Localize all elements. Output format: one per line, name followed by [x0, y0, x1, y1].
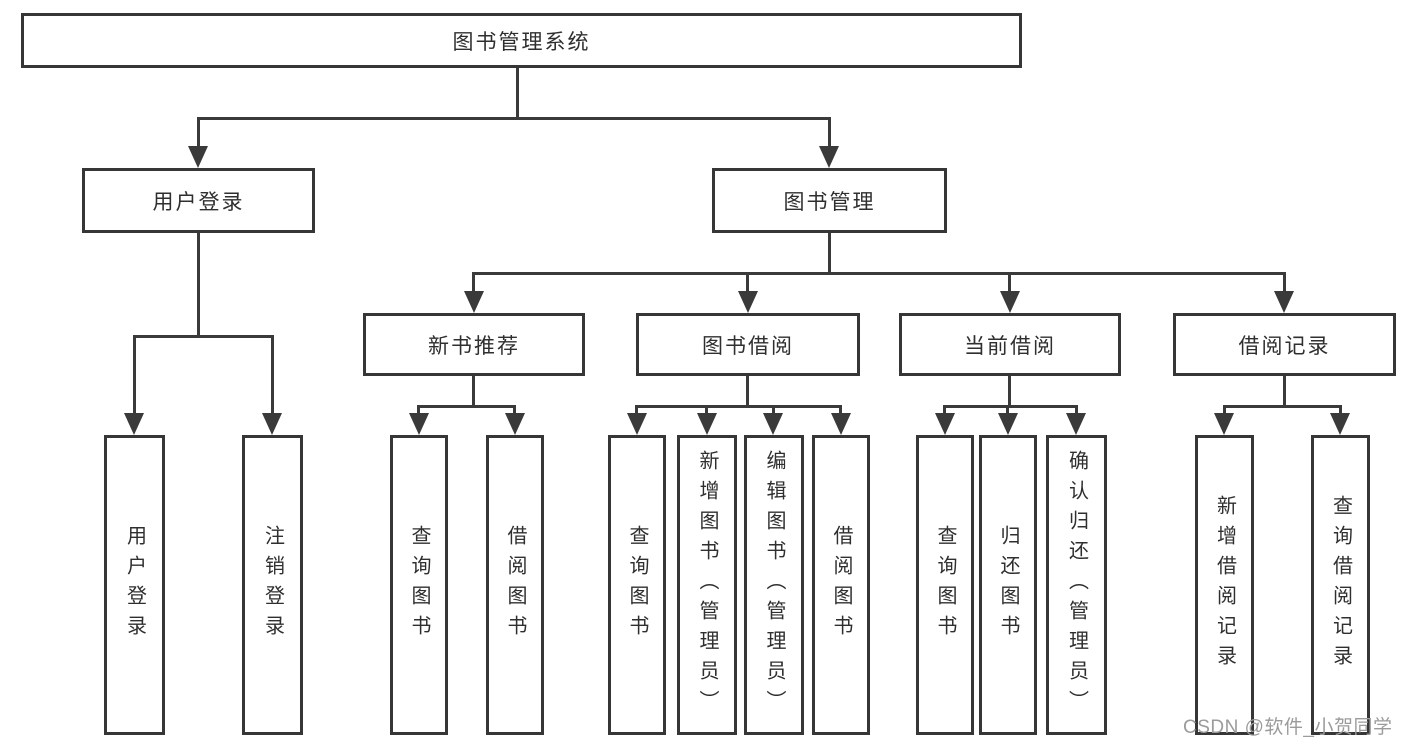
connector-drop-leaf — [1223, 405, 1226, 415]
node-book-management: 图书管理 — [712, 168, 947, 233]
connector-drop-leaf — [772, 405, 775, 415]
connector-drop-leaf — [839, 405, 842, 415]
arrowhead-icon — [1066, 413, 1086, 435]
arrowhead-icon — [763, 413, 783, 435]
leaf-edit-books-admin: 编辑图书（管理员） — [744, 435, 804, 735]
leaf-label: 归还图书 — [997, 525, 1019, 645]
leaf-label: 新增图书（管理员） — [696, 450, 718, 720]
node-borrow-records: 借阅记录 — [1173, 313, 1396, 376]
connector-level1-split — [197, 117, 831, 120]
arrowhead-icon — [697, 413, 717, 435]
leaf-label: 查询图书 — [408, 525, 430, 645]
connector-drop-leaf — [635, 405, 638, 415]
leaf-label: 用户登录 — [123, 525, 146, 645]
leaf-return-books: 归还图书 — [979, 435, 1037, 735]
arrowhead-icon — [409, 413, 429, 435]
leaf-label: 编辑图书（管理员） — [763, 450, 785, 720]
leaf-add-borrow-record: 新增借阅记录 — [1195, 435, 1254, 735]
leaf-label: 注销登录 — [261, 525, 284, 645]
connector-book-mgmt-stem — [828, 233, 831, 272]
connector-drop-leaf — [705, 405, 708, 415]
connector-split — [635, 405, 842, 408]
leaf-query-books-recommend: 查询图书 — [390, 435, 448, 735]
connector-drop-leaf — [1075, 405, 1078, 415]
node-book-borrow: 图书借阅 — [636, 313, 860, 376]
leaf-label: 查询图书 — [934, 525, 956, 645]
leaf-label: 借阅图书 — [504, 525, 526, 645]
leaf-confirm-return-admin: 确认归还（管理员） — [1046, 435, 1107, 735]
leaf-label: 新增借阅记录 — [1213, 495, 1236, 675]
leaf-query-books-current: 查询图书 — [916, 435, 974, 735]
leaf-borrow-books: 借阅图书 — [812, 435, 870, 735]
leaf-query-books-borrow: 查询图书 — [608, 435, 666, 735]
connector-stem — [1283, 376, 1286, 405]
arrowhead-icon — [1274, 291, 1294, 313]
connector-root-stem — [516, 68, 519, 117]
arrowhead-icon — [627, 413, 647, 435]
connector-split — [417, 405, 516, 408]
leaf-query-borrow-record: 查询借阅记录 — [1311, 435, 1370, 735]
arrowhead-icon — [738, 291, 758, 313]
connector-split — [943, 405, 1078, 408]
connector-drop-leaf — [271, 335, 274, 415]
connector-drop-borrow-records — [1283, 272, 1286, 292]
leaf-borrow-books-recommend: 借阅图书 — [486, 435, 544, 735]
arrowhead-icon — [1330, 413, 1350, 435]
arrowhead-icon — [124, 413, 144, 435]
connector-drop-new-book — [472, 272, 475, 292]
connector-drop-leaf — [1339, 405, 1342, 415]
connector-drop-user-login — [197, 117, 200, 149]
leaf-label: 查询图书 — [626, 525, 648, 645]
connector-stem — [472, 376, 475, 405]
connector-user-login-split — [133, 335, 274, 338]
arrowhead-icon — [505, 413, 525, 435]
connector-drop-leaf — [417, 405, 420, 415]
connector-drop-book-borrow — [746, 272, 749, 292]
leaf-label: 查询借阅记录 — [1329, 495, 1352, 675]
leaf-label: 确认归还（管理员） — [1065, 450, 1088, 720]
arrowhead-icon — [464, 291, 484, 313]
arrowhead-icon — [998, 413, 1018, 435]
node-new-book-recommend: 新书推荐 — [363, 313, 585, 376]
leaf-logout: 注销登录 — [242, 435, 303, 735]
connector-drop-book-management — [828, 117, 831, 149]
connector-drop-current-borrow — [1008, 272, 1011, 292]
node-current-borrow: 当前借阅 — [899, 313, 1121, 376]
csdn-watermark: CSDN @软件_小贺同学 — [1183, 717, 1393, 738]
connector-stem — [1008, 376, 1011, 405]
arrowhead-icon — [831, 413, 851, 435]
arrowhead-icon — [1000, 291, 1020, 313]
leaf-label: 借阅图书 — [830, 525, 852, 645]
leaf-add-books-admin: 新增图书（管理员） — [677, 435, 737, 735]
connector-drop-leaf — [1006, 405, 1009, 415]
connector-drop-leaf — [133, 335, 136, 415]
connector-drop-leaf — [943, 405, 946, 415]
node-library-system: 图书管理系统 — [21, 13, 1022, 68]
connector-split — [1223, 405, 1342, 408]
arrowhead-icon — [1214, 413, 1234, 435]
connector-user-login-stem — [197, 233, 200, 335]
connector-drop-leaf — [513, 405, 516, 415]
leaf-user-login: 用户登录 — [104, 435, 165, 735]
arrowhead-icon — [262, 413, 282, 435]
node-user-login: 用户登录 — [82, 168, 315, 233]
arrowhead-icon — [935, 413, 955, 435]
connector-level2-split — [472, 272, 1286, 275]
connector-stem — [746, 376, 749, 405]
arrowhead-icon — [819, 146, 839, 168]
arrowhead-icon — [188, 146, 208, 168]
